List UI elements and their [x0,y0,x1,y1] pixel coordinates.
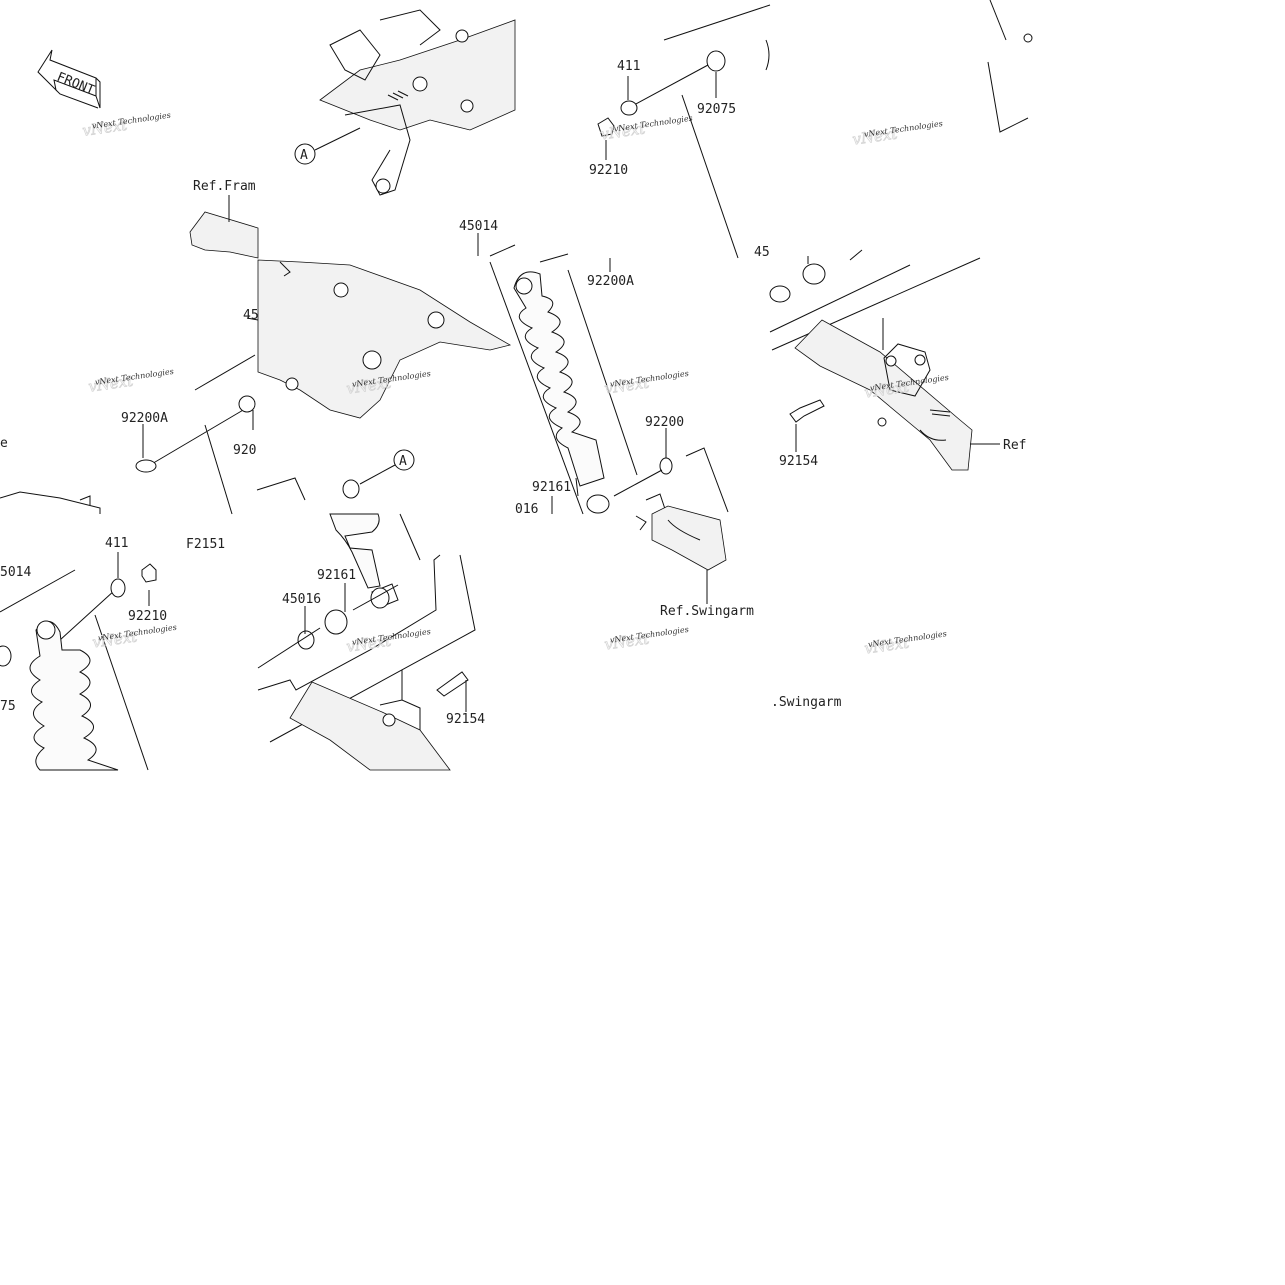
callout-circle-icon: A [393,449,415,471]
part-label: 411 [105,536,128,551]
watermark: vNext vNext Technologies [599,114,693,144]
part-label: 92161 [532,480,571,495]
part-label: 45 [243,308,259,323]
part-label: 92200A [587,274,634,289]
watermark: vNext vNext Technologies [603,369,689,398]
shock-absorber-center-lower: A [256,449,476,771]
swingarm-right [769,0,1033,471]
part-label: e [0,436,8,451]
part-label: 45 [754,245,770,260]
part-label: 92200A [121,411,168,426]
part-label: 45016 [282,592,321,607]
ref-frame-label: Ref.Fram [193,179,256,194]
svg-text:A: A [399,454,407,469]
part-label: 92154 [446,712,485,727]
ref-swingarm-label: Ref [1003,438,1026,453]
watermark: vNext vNext Technologies [87,367,174,396]
shock-absorber-left [0,552,157,771]
figure-code: F2151 [186,537,225,552]
frame-upper-drawing [319,9,516,196]
part-label: 92075 [697,102,736,117]
part-label: 920 [233,443,256,458]
part-label: 411 [617,59,640,74]
part-label: 92200 [645,415,684,430]
watermark: vNext vNext Technologies [863,629,947,658]
svg-text:vNext Technologies: vNext Technologies [94,367,174,387]
part-label: 92210 [128,609,167,624]
ref-swingarm-label: Ref.Swingarm [660,604,754,619]
part-label: 92154 [779,454,818,469]
svg-text:A: A [300,148,308,163]
shock-mount-left [0,354,256,515]
front-arrow-icon: FRONT [37,49,101,109]
watermark: vNext vNext Technologies [851,119,943,149]
part-label: 75 [0,699,16,714]
part-label: 016 [515,502,538,517]
part-labels: Ref.Fram 45 92200A 920 e 411 92210 5014 … [0,59,1026,727]
watermark: vNext vNext Technologies [91,623,177,652]
svg-text:vNext Technologies: vNext Technologies [91,111,171,131]
ref-swingarm-label: .Swingarm [771,695,842,710]
part-label: 45014 [459,219,498,234]
svg-text:vNext Technologies: vNext Technologies [613,114,693,134]
frame-lower-drawing [246,259,512,419]
callout-circle-icon: A [294,127,361,165]
part-label: 92161 [317,568,356,583]
shock-absorber-center [477,4,771,604]
part-label: 5014 [0,565,31,580]
watermark: vNext vNext Technologies [81,111,171,141]
ref-frame-stub [189,195,259,259]
part-label: 92210 [589,163,628,178]
watermark: vNext vNext Technologies [345,627,431,656]
watermark: vNext vNext Technologies [603,625,689,654]
svg-text:vNext Technologies: vNext Technologies [863,119,943,139]
